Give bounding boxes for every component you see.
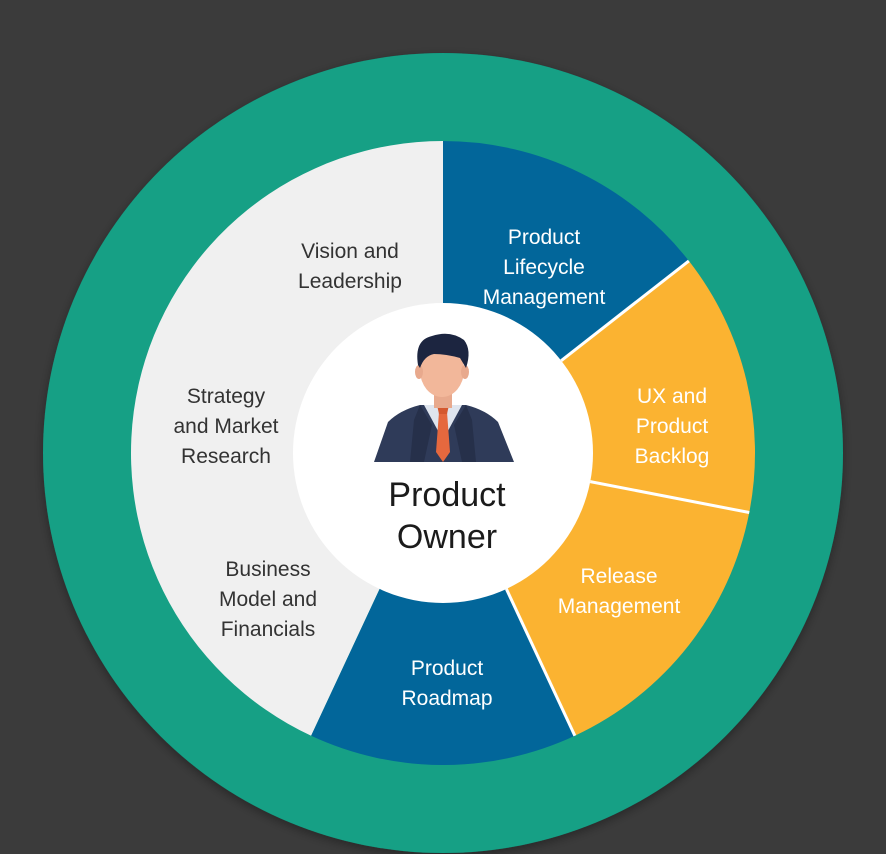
segment-label-line: Leadership (298, 270, 402, 293)
segment-light-left (130, 141, 443, 736)
segment-label-line: Research (181, 445, 271, 468)
center-title-line: Product (388, 476, 506, 514)
segment-label-line: Backlog (635, 445, 710, 468)
segment-label-line: Model and (219, 588, 317, 611)
segment-label-line: Product (411, 657, 484, 680)
segment-label-line: Vision and (301, 240, 399, 263)
segment-label-line: Management (483, 286, 606, 309)
segment-label-line: Product (508, 226, 581, 249)
segment-label-line: UX and (637, 385, 707, 408)
segment-roadmap (311, 453, 575, 766)
separator-line (505, 588, 577, 737)
center-title-line: Owner (397, 518, 497, 556)
segment-label-line: Lifecycle (503, 256, 585, 279)
separator-line (560, 259, 690, 362)
segment-label-line: and Market (173, 415, 278, 438)
separator-line (589, 480, 750, 515)
segment-label-line: Management (558, 595, 681, 618)
segment-label-line: Business (225, 558, 310, 581)
segment-label-line: Financials (221, 618, 316, 641)
segment-label-line: Release (580, 565, 657, 588)
segment-label-line: Product (636, 415, 709, 438)
businessman-avatar-icon (374, 333, 514, 462)
segment-label-line: Roadmap (401, 687, 492, 710)
segment-separators (505, 259, 750, 737)
segment-label-line: Strategy (187, 385, 266, 408)
